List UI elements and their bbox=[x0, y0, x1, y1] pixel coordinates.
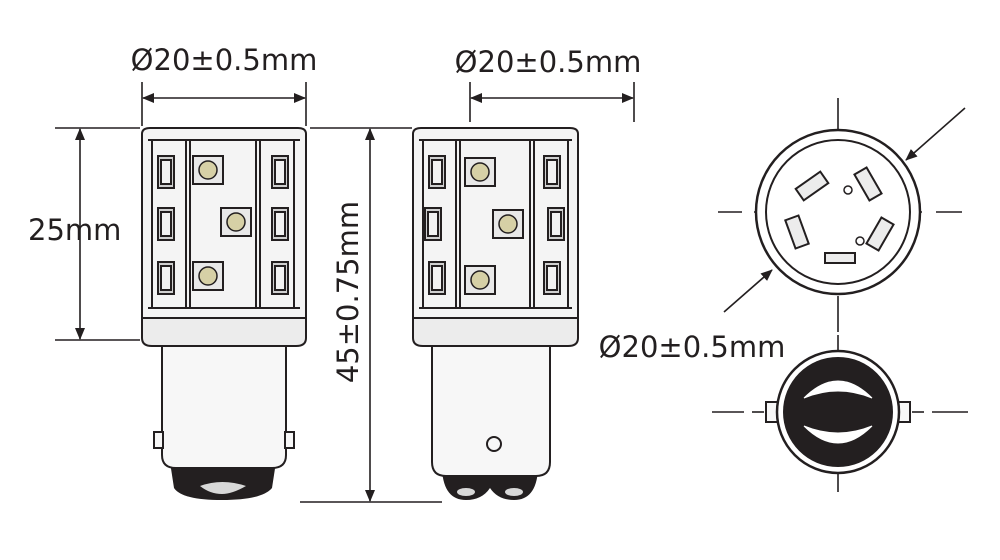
front-led-columns bbox=[148, 139, 300, 309]
top-inner-ring bbox=[765, 139, 911, 285]
side-led-columns bbox=[419, 139, 572, 309]
side-base-pin bbox=[486, 436, 502, 452]
front-base-pin-right bbox=[284, 431, 295, 449]
side-base-shell bbox=[431, 343, 551, 477]
front-face-leds bbox=[192, 155, 252, 291]
bottom-view bbox=[712, 335, 968, 492]
side-contact-highlight-right bbox=[505, 488, 523, 496]
dimension-lines bbox=[55, 82, 635, 503]
front-side-leds bbox=[157, 155, 289, 295]
front-diameter-label: Ø20±0.5mm bbox=[131, 43, 318, 77]
front-view-bulb bbox=[141, 127, 307, 500]
side-view-bulb bbox=[412, 127, 579, 500]
side-collar bbox=[412, 315, 579, 347]
bottom-base-insulator bbox=[783, 357, 893, 467]
overall-length-label: 45±0.75mm bbox=[331, 201, 365, 383]
top-diameter-leaders bbox=[723, 107, 966, 313]
front-base-shell bbox=[161, 343, 287, 469]
top-hole-1 bbox=[843, 185, 853, 195]
top-diameter-label: Ø20±0.5mm bbox=[599, 330, 786, 364]
front-base-contacts bbox=[170, 462, 276, 500]
led-height-label: 25mm bbox=[28, 213, 121, 247]
bottom-contact-bottom bbox=[803, 425, 873, 444]
top-outer-ring bbox=[754, 128, 922, 296]
side-side-leds bbox=[424, 155, 565, 295]
front-base-contact-highlight bbox=[200, 482, 246, 494]
bottom-view-centerlines bbox=[712, 335, 968, 492]
top-hole-2 bbox=[855, 236, 865, 246]
front-collar bbox=[141, 315, 307, 347]
top-led-pads bbox=[784, 166, 895, 264]
front-base-pin-left bbox=[153, 431, 164, 449]
side-face-leds bbox=[464, 157, 524, 295]
top-view bbox=[718, 98, 966, 332]
side-contact-highlight-left bbox=[457, 488, 475, 496]
side-diameter-label: Ø20±0.5mm bbox=[455, 45, 642, 79]
bottom-contact-top bbox=[803, 380, 873, 399]
